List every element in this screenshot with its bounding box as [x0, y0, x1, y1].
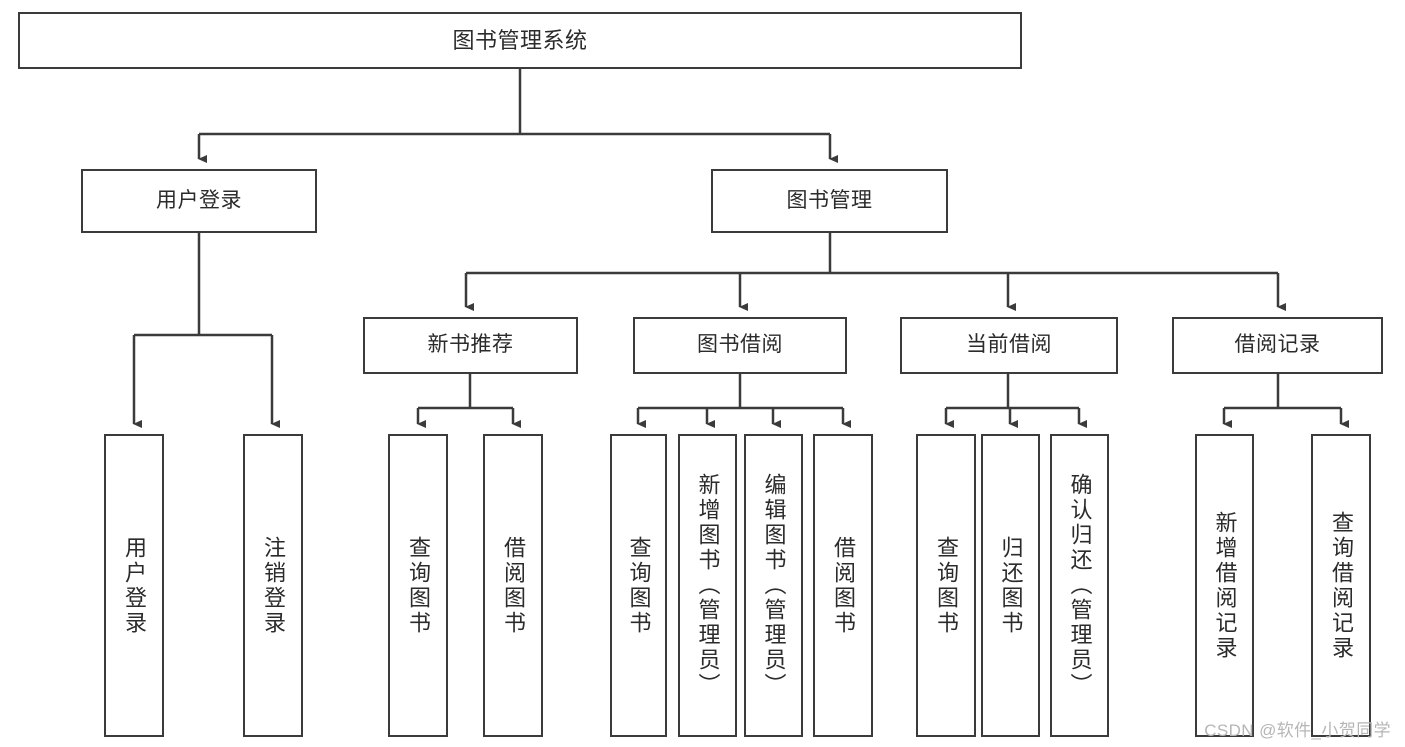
node-leaf-logout-label: 注销登录 — [261, 535, 286, 636]
node-leaf-query-book-rec[interactable]: 查询图书 — [388, 434, 448, 737]
node-leaf-add-borrow-record[interactable]: 新增借阅记录 — [1195, 434, 1254, 737]
node-leaf-query-book-borrow[interactable]: 查询图书 — [610, 434, 667, 737]
node-borrow-record[interactable]: 借阅记录 — [1172, 317, 1383, 374]
node-leaf-edit-book-label: 编辑图书（管理员） — [761, 473, 787, 698]
node-current-borrow[interactable]: 当前借阅 — [900, 317, 1118, 374]
node-new-book-recommend-label: 新书推荐 — [427, 333, 514, 357]
node-book-borrow-label: 图书借阅 — [697, 333, 783, 357]
node-leaf-add-book-label: 新增图书（管理员） — [695, 473, 721, 698]
node-leaf-query-borrow-record-label: 查询借阅记录 — [1329, 510, 1354, 661]
node-leaf-query-book-current-label: 查询图书 — [934, 535, 959, 636]
node-leaf-user-login[interactable]: 用户登录 — [104, 434, 164, 737]
node-leaf-return-book-label: 归还图书 — [998, 535, 1024, 636]
node-leaf-logout[interactable]: 注销登录 — [243, 434, 303, 737]
node-leaf-borrow-book-rec[interactable]: 借阅图书 — [483, 434, 543, 737]
edges-book-manage-children — [464, 233, 1286, 311]
edges-user-login-children — [132, 233, 280, 428]
node-book-management[interactable]: 图书管理 — [711, 169, 948, 233]
watermark-text: CSDN @软件_小贺同学 — [1204, 721, 1391, 740]
node-leaf-user-login-label: 用户登录 — [122, 535, 147, 636]
node-leaf-add-borrow-record-label: 新增借阅记录 — [1212, 510, 1238, 661]
node-leaf-borrow-book-label: 借阅图书 — [831, 535, 856, 636]
node-book-borrow[interactable]: 图书借阅 — [633, 317, 847, 374]
node-leaf-query-book-rec-label: 查询图书 — [406, 535, 431, 636]
node-leaf-borrow-book[interactable]: 借阅图书 — [813, 434, 873, 737]
edges-current-borrow-children — [944, 374, 1087, 428]
node-user-login-label: 用户登录 — [156, 188, 242, 212]
node-leaf-query-book-borrow-label: 查询图书 — [626, 535, 652, 636]
edges-book-borrow-children — [636, 374, 851, 428]
edges-borrow-record-children — [1222, 374, 1349, 428]
node-book-management-label: 图书管理 — [786, 188, 873, 212]
node-leaf-borrow-book-rec-label: 借阅图书 — [501, 535, 526, 636]
node-leaf-confirm-return-label: 确认归还（管理员） — [1067, 473, 1093, 698]
node-new-book-recommend[interactable]: 新书推荐 — [363, 317, 578, 374]
node-root-system[interactable]: 图书管理系统 — [18, 12, 1022, 69]
node-current-borrow-label: 当前借阅 — [966, 333, 1052, 357]
node-borrow-record-label: 借阅记录 — [1234, 333, 1321, 357]
node-leaf-confirm-return[interactable]: 确认归还（管理员） — [1050, 434, 1109, 737]
edges-new-book-rec-children — [416, 374, 521, 428]
node-leaf-query-borrow-record[interactable]: 查询借阅记录 — [1311, 434, 1371, 737]
node-leaf-edit-book[interactable]: 编辑图书（管理员） — [744, 434, 803, 737]
node-leaf-add-book[interactable]: 新增图书（管理员） — [678, 434, 737, 737]
node-leaf-query-book-current[interactable]: 查询图书 — [916, 434, 976, 737]
node-user-login[interactable]: 用户登录 — [81, 169, 317, 233]
node-root-system-label: 图书管理系统 — [452, 27, 588, 53]
edges-root-to-level2 — [197, 69, 838, 163]
node-leaf-return-book[interactable]: 归还图书 — [981, 434, 1040, 737]
